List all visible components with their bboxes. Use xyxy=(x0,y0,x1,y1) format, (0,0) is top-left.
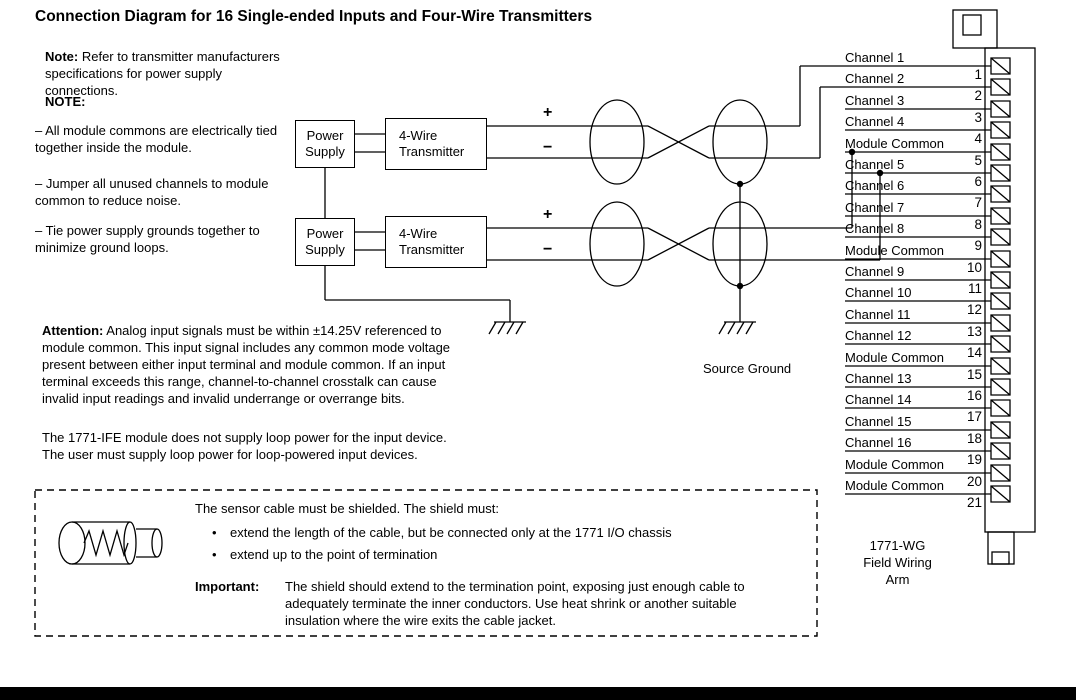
note-heading: NOTE: xyxy=(45,94,86,109)
note-item-commons: – All module commons are electrically ti… xyxy=(35,123,278,155)
terminal-label: Channel 10 xyxy=(845,285,912,300)
minus-sign-cable2: − xyxy=(543,241,553,258)
transmitter-note: Note: Refer to transmitter manufacturers… xyxy=(45,48,297,99)
terminal-number: 9 xyxy=(974,238,982,253)
terminal-number: 4 xyxy=(974,131,982,146)
terminal-number: 11 xyxy=(967,281,982,296)
power-supply-box-2: Power Supply xyxy=(295,218,355,266)
terminal-label: Module Common xyxy=(845,478,944,493)
terminal-number: 17 xyxy=(966,409,982,424)
shield-note-box xyxy=(34,489,818,637)
terminal-number: 18 xyxy=(966,431,982,446)
diagram-title: Connection Diagram for 16 Single-ended I… xyxy=(35,8,593,25)
terminal-label: Channel 2 xyxy=(845,71,905,86)
bullet-icon: • xyxy=(212,525,217,540)
terminal-label: Channel 14 xyxy=(845,392,912,407)
source-ground-label: Source Ground xyxy=(703,361,792,376)
shield-note-intro: The sensor cable must be shielded. The s… xyxy=(195,501,499,516)
attention-note: Attention: Analog input signals must be … xyxy=(42,322,467,407)
shield-oval xyxy=(589,201,645,287)
bullet-text: extend up to the point of termination xyxy=(230,547,438,562)
terminal-label: Channel 3 xyxy=(845,93,905,108)
wiring-arm-caption-line1: 1771-WG xyxy=(869,538,926,553)
terminal-label: Module Common xyxy=(845,243,944,258)
terminal-number: 12 xyxy=(966,302,982,317)
terminal-number: 15 xyxy=(966,367,982,382)
terminal-label: Channel 5 xyxy=(845,157,905,172)
attention-text: Analog input signals must be within ±14.… xyxy=(42,323,451,406)
shield-braid xyxy=(83,528,129,558)
note-item-grounds: – Tie power supply grounds together to m… xyxy=(35,223,260,255)
terminal-number: 21 xyxy=(966,495,982,510)
terminal-label: Channel 15 xyxy=(845,414,912,429)
wiring-arm-caption-line3: Arm xyxy=(885,572,910,587)
ground-symbol xyxy=(488,321,756,335)
terminal-label: Channel 16 xyxy=(845,435,912,450)
shield-oval xyxy=(589,99,645,185)
terminal-number: 16 xyxy=(966,388,982,403)
transmitter-box-1: 4-Wire Transmitter xyxy=(385,118,487,170)
note-label: Note: xyxy=(45,49,79,64)
important-label: Important: xyxy=(195,579,260,594)
terminal-screw-slots xyxy=(990,57,1011,503)
terminal-number: 6 xyxy=(974,174,982,189)
terminal-label: Channel 11 xyxy=(845,307,911,322)
terminal-label: Channel 12 xyxy=(845,328,912,343)
terminal-label: Channel 7 xyxy=(845,200,905,215)
terminal-number: 1 xyxy=(974,67,982,82)
wiring-arm-caption-line2: Field Wiring xyxy=(863,555,932,570)
terminal-number: 7 xyxy=(974,195,982,210)
note-text: Refer to transmitter manufacturers speci… xyxy=(45,49,280,98)
junction-dots xyxy=(736,148,884,290)
shield-note-bullet-1: • extend the length of the cable, but be … xyxy=(212,524,672,541)
field-wiring-arm-drawing xyxy=(952,9,1036,565)
power-supply-box-1: Power Supply xyxy=(295,120,355,168)
wiring-lines xyxy=(324,65,991,495)
terminal-number: 3 xyxy=(974,110,982,125)
loop-power-note-line1: The 1771-IFE module does not supply loop… xyxy=(42,430,447,445)
terminal-label: Channel 1 xyxy=(845,50,905,65)
terminal-label: Channel 6 xyxy=(845,178,905,193)
terminal-number: 8 xyxy=(974,217,982,232)
wire-path xyxy=(324,66,881,322)
terminal-label: Module Common xyxy=(845,350,944,365)
terminal-number: 14 xyxy=(966,345,982,360)
transmitter-box-2: 4-Wire Transmitter xyxy=(385,216,487,268)
bullet-text: extend the length of the cable, but be c… xyxy=(230,525,672,540)
terminal-label: Channel 4 xyxy=(845,114,905,129)
important-text: The shield should extend to the terminat… xyxy=(285,579,745,628)
attention-label: Attention: xyxy=(42,323,104,338)
minus-sign-cable1: − xyxy=(543,139,553,156)
terminal-label: Module Common xyxy=(845,457,944,472)
plus-sign-cable1: + xyxy=(543,104,553,121)
terminal-label: Channel 13 xyxy=(845,371,912,386)
terminal-number: 5 xyxy=(974,153,982,168)
page-bottom-bar xyxy=(0,687,1076,700)
terminal-number: 10 xyxy=(966,260,982,275)
terminal-label: Channel 8 xyxy=(845,221,905,236)
sensor-cable-illustration xyxy=(58,521,163,565)
terminal-number: 13 xyxy=(966,324,982,339)
terminal-row-lines xyxy=(800,65,991,495)
loop-power-note-line2: The user must supply loop power for loop… xyxy=(42,447,418,462)
note-item-jumper: – Jumper all unused channels to module c… xyxy=(35,176,269,208)
terminal-label: Channel 9 xyxy=(845,264,905,279)
bullet-icon: • xyxy=(212,547,217,562)
terminal-number: 19 xyxy=(966,452,982,467)
terminal-label: Module Common xyxy=(845,136,944,151)
shield-oval xyxy=(712,99,768,185)
plus-sign-cable2: + xyxy=(543,206,553,223)
terminal-number: 2 xyxy=(974,88,982,103)
shield-note-bullet-2: • extend up to the point of termination xyxy=(212,546,437,563)
terminal-number: 20 xyxy=(966,474,982,489)
